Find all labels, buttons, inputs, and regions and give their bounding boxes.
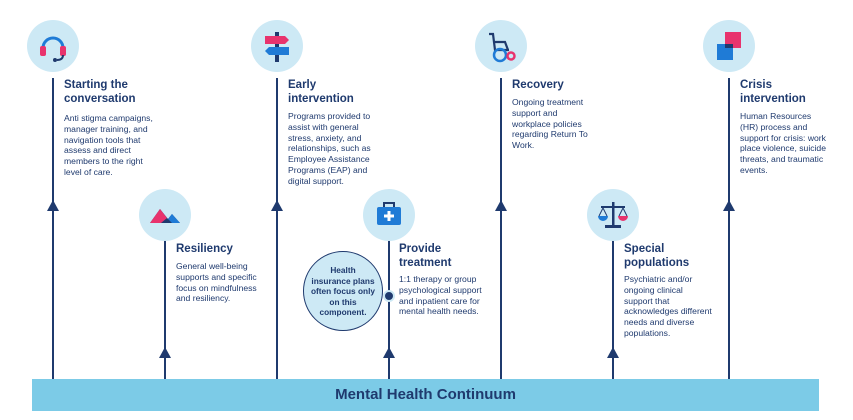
stage-2-arrow (159, 347, 171, 358)
stage-7-description: Human Resources (HR) process and support… (740, 111, 826, 175)
stage-1-title: Starting the conversation (64, 79, 136, 105)
stage-5-arrow (495, 200, 507, 211)
insurance-callout-text: Health insurance plans often focus only … (310, 265, 376, 317)
insurance-callout-circle: Health insurance plans often focus only … (303, 251, 383, 331)
stage-5-title: Recovery (512, 79, 564, 91)
stage-1-line (52, 78, 54, 379)
medical-kit-icon (377, 202, 401, 225)
callout-connector-dot (383, 290, 395, 302)
signpost-icon (265, 32, 289, 62)
headset-icon (40, 36, 66, 62)
stage-2-description: General well-being supports and specific… (176, 261, 257, 304)
mountains-icon (150, 209, 180, 223)
stage-6-title: Special populations (624, 243, 690, 269)
scales-icon (598, 202, 628, 228)
stage-2-title: Resiliency (176, 243, 233, 255)
stage-3-description: Programs provided to assist with general… (288, 111, 371, 186)
stage-7-title: Crisis intervention (740, 79, 806, 105)
continuum-bar-label: Mental Health Continuum (335, 386, 516, 403)
stage-3-line (276, 78, 278, 379)
stage-6-line (612, 240, 614, 379)
stage-7-arrow (723, 200, 735, 211)
stage-1-description: Anti stigma campaigns, manager training,… (64, 113, 153, 177)
stage-5-icon-circle (475, 20, 527, 72)
stage-4-line (388, 240, 390, 379)
stage-7-line (728, 78, 730, 379)
stage-1-arrow (47, 200, 59, 211)
stage-2-line (164, 240, 166, 379)
stage-4-icon-circle (363, 189, 415, 241)
stage-7-icon-circle (703, 20, 755, 72)
stage-3-icon-circle (251, 20, 303, 72)
stage-4-arrow (383, 347, 395, 358)
stage-2-icon-circle (139, 189, 191, 241)
stage-3-title: Early intervention (288, 79, 354, 105)
continuum-bar: Mental Health Continuum (32, 379, 819, 411)
stage-4-title: Provide treatment (399, 243, 452, 269)
stage-6-arrow (607, 347, 619, 358)
wheelchair-icon (489, 32, 516, 63)
stage-6-description: Psychiatric and/or ongoing clinical supp… (624, 274, 712, 338)
crisis-squares-icon (717, 32, 741, 60)
stage-3-arrow (271, 200, 283, 211)
stage-5-description: Ongoing treatment support and workplace … (512, 97, 588, 151)
stage-4-description: 1:1 therapy or group psychological suppo… (399, 274, 482, 317)
stage-6-icon-circle (587, 189, 639, 241)
stage-1-icon-circle (27, 20, 79, 72)
stage-5-line (500, 78, 502, 379)
